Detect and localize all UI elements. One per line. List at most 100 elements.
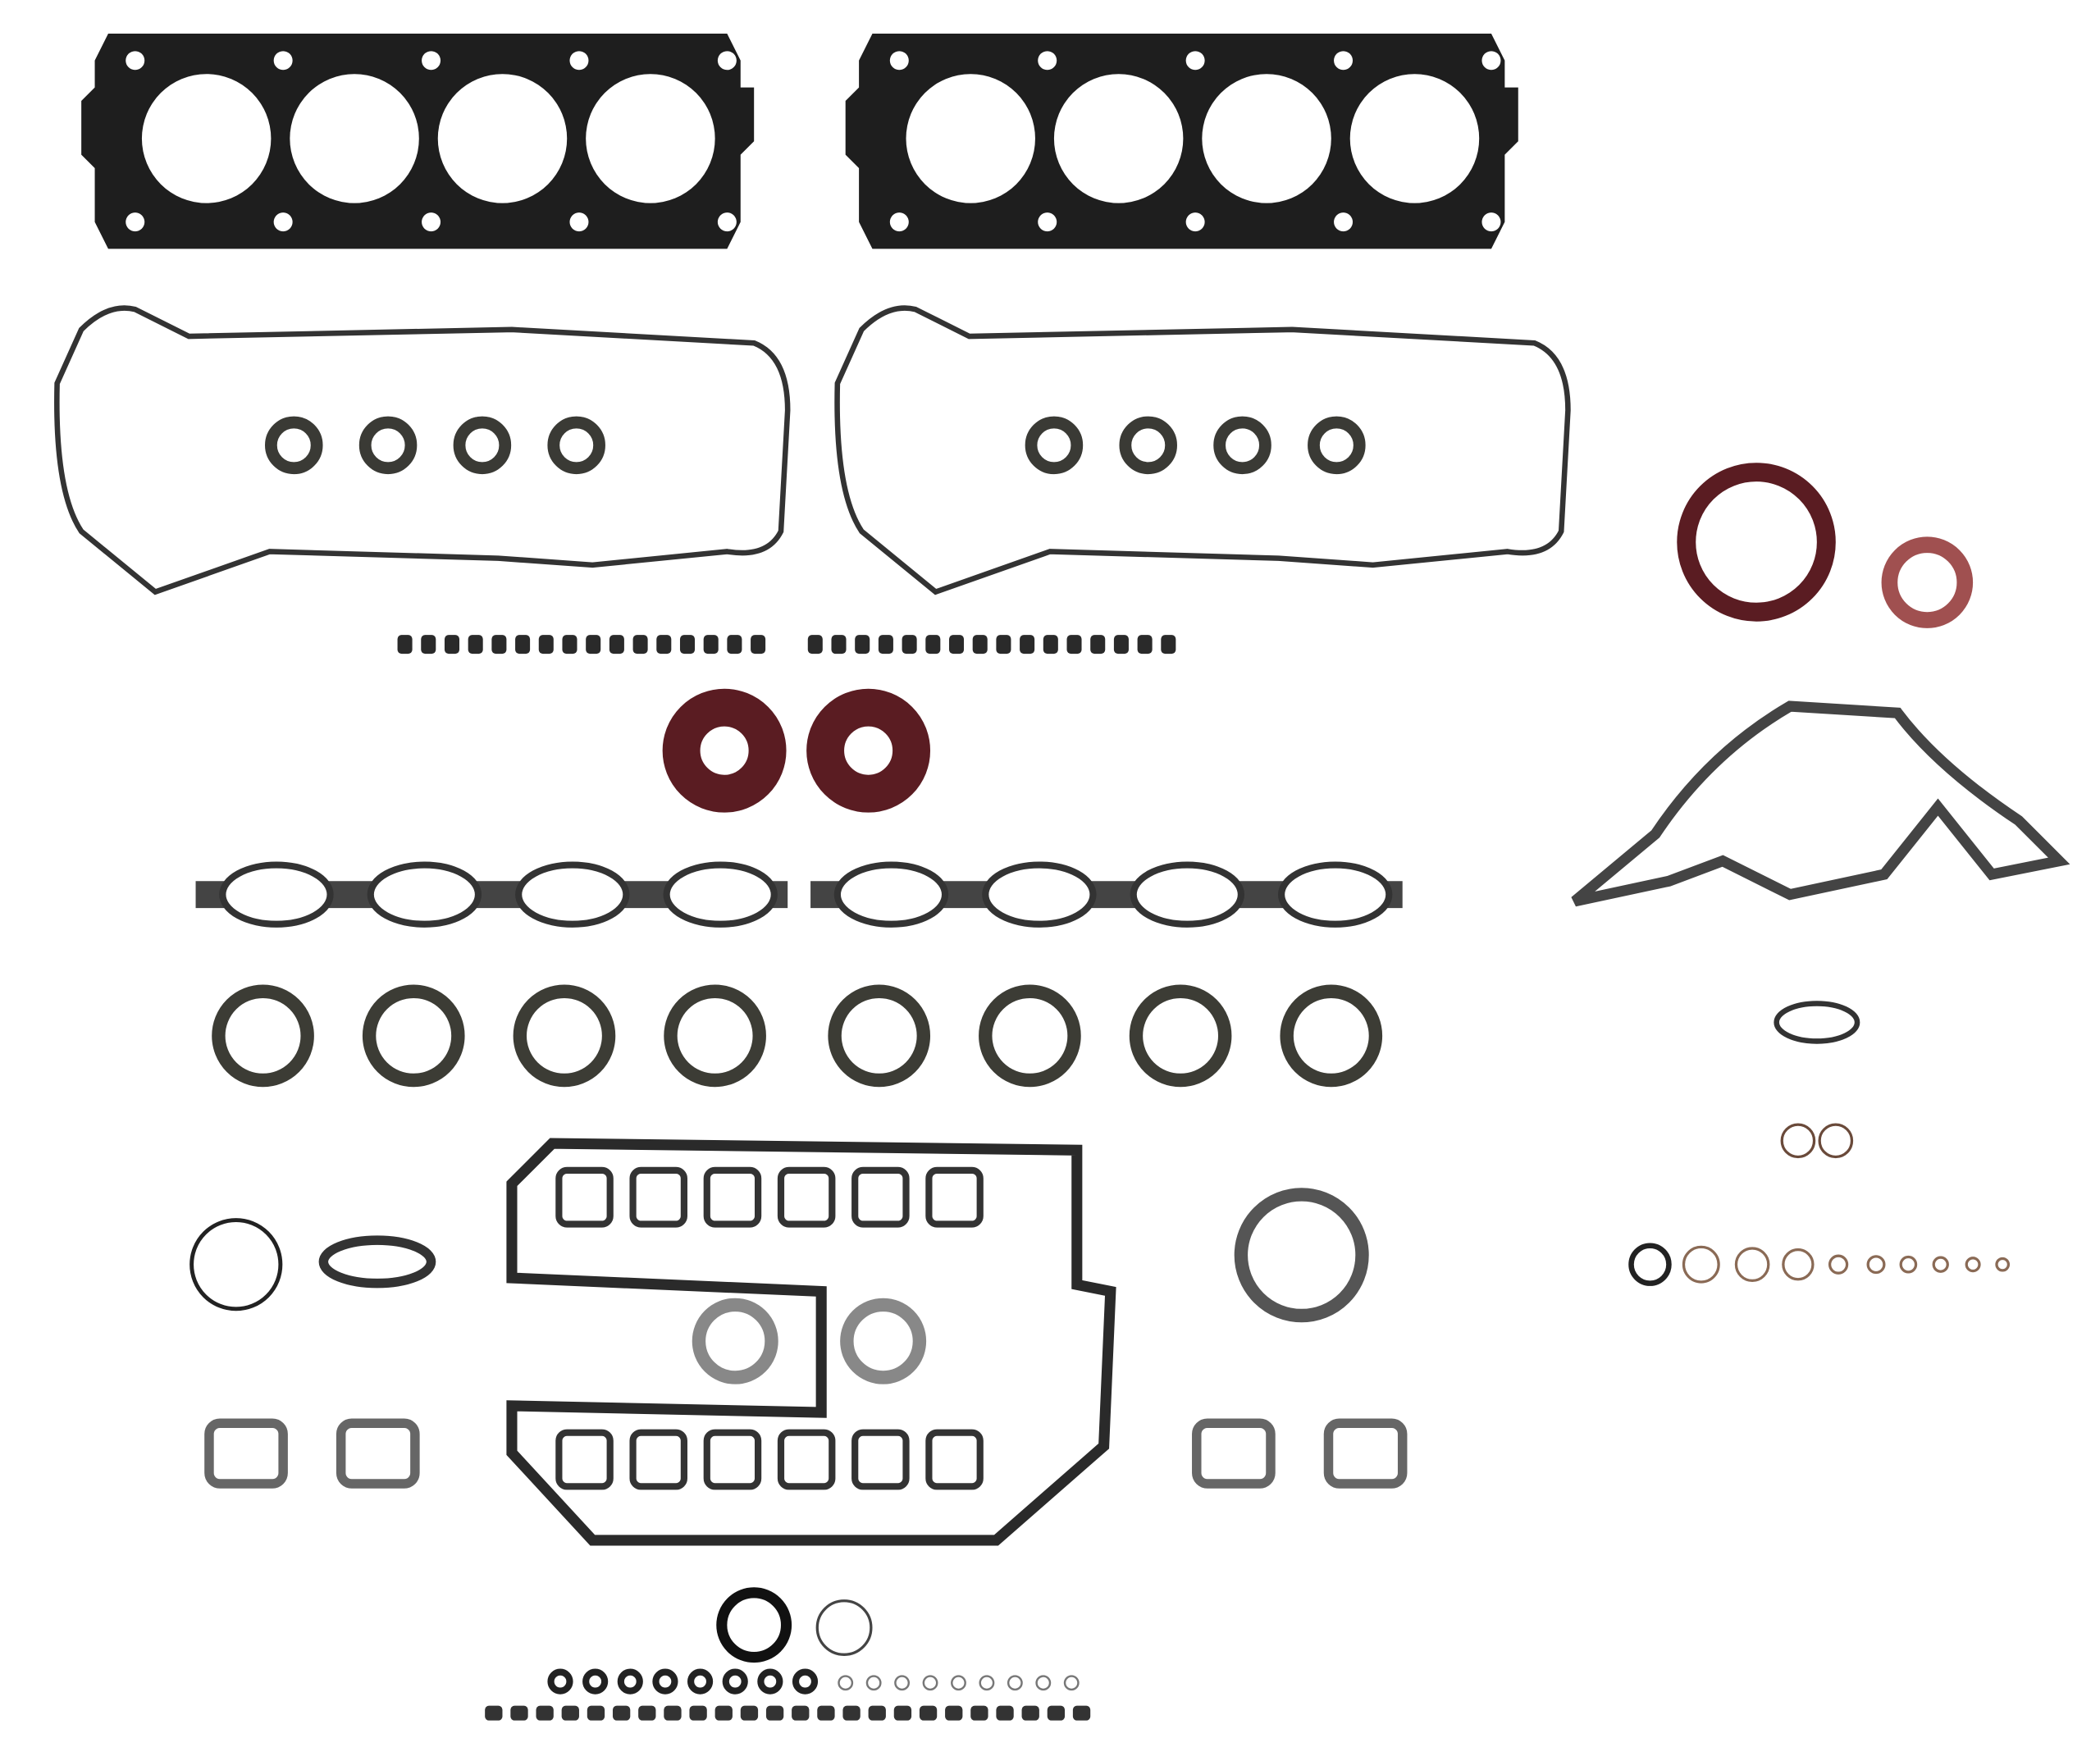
injector-seal: [792, 1705, 810, 1721]
injector-seal: [817, 1705, 835, 1721]
small-o-ring: [792, 1668, 819, 1695]
valve-stem-seal: [632, 635, 648, 655]
bolt-hole: [273, 212, 293, 232]
spark-plug-tube-seal: [1025, 416, 1084, 475]
cylinder-bore: [1053, 74, 1184, 203]
small-o-ring: [687, 1668, 714, 1695]
intake-port: [982, 861, 1097, 928]
valve-stem-seal: [703, 635, 719, 655]
exhaust-port-gasket: [979, 984, 1081, 1088]
spark-plug-tube-seal: [1213, 416, 1271, 475]
plenum-port: [925, 1429, 984, 1490]
valve-stem-seal: [751, 635, 766, 655]
cylinder-bore: [437, 74, 568, 203]
injector-seal: [689, 1705, 707, 1721]
valve-stem-seal: [925, 635, 941, 655]
plenum-port: [851, 1166, 910, 1228]
injector-seal: [842, 1705, 861, 1721]
o-ring-black: [716, 1587, 792, 1663]
bolt-hole: [1038, 212, 1057, 232]
small-o-ring: [757, 1668, 783, 1695]
intake-port: [515, 861, 630, 928]
water-outlet-gasket: [336, 1418, 420, 1489]
injector-seal: [1021, 1705, 1039, 1721]
tiny-o-ring: [922, 1675, 938, 1691]
intake-port: [833, 861, 949, 928]
valve-stem-seal: [397, 635, 413, 655]
water-outlet-gasket: [1192, 1418, 1276, 1489]
valve-stem-seal: [972, 635, 988, 655]
valve-stem-seal: [996, 635, 1011, 655]
bolt-hole: [126, 212, 145, 232]
bolt-hole: [1481, 212, 1501, 232]
intake-port: [367, 861, 482, 928]
throttle-body-ring: [692, 1298, 778, 1384]
valve-stem-seal: [1161, 635, 1176, 655]
injector-seal: [561, 1705, 579, 1721]
exhaust-port-gasket: [664, 984, 766, 1088]
exhaust-port-gasket: [362, 984, 465, 1088]
injector-seal: [485, 1705, 503, 1721]
bolt-hole: [1185, 212, 1205, 232]
injector-seal: [893, 1705, 912, 1721]
spark-plug-tube-seal: [1308, 416, 1366, 475]
o-ring: [1828, 1254, 1849, 1275]
bolt-hole: [717, 212, 737, 232]
bolt-hole: [126, 51, 145, 71]
valve-stem-seal: [807, 635, 823, 655]
valve-stem-seal: [902, 635, 917, 655]
bolt-hole: [569, 212, 589, 232]
throttle-body-ring: [840, 1298, 927, 1384]
valve-stem-seal: [948, 635, 965, 655]
intake-port: [1277, 861, 1393, 928]
plenum-gasket: [506, 1138, 1116, 1546]
tiny-o-ring: [1035, 1675, 1052, 1691]
small-o-ring: [652, 1668, 678, 1695]
intake-gasket-2: [810, 881, 1403, 909]
valve-stem-seal: [878, 635, 893, 655]
valve-stem-seal: [586, 635, 601, 655]
bolt-hole: [1481, 51, 1501, 71]
bolt-hole: [1038, 51, 1057, 71]
valve-stem-seal: [562, 635, 578, 655]
bolt-hole: [889, 51, 909, 71]
injector-seal: [1072, 1705, 1091, 1721]
injector-seal: [919, 1705, 938, 1721]
plenum-port: [777, 1166, 836, 1228]
bolt-hole: [1334, 51, 1354, 71]
plenum-port: [851, 1429, 910, 1490]
water-outlet-gasket: [204, 1418, 288, 1489]
exhaust-port-gasket: [513, 984, 616, 1088]
small-flange-gasket: [1774, 1001, 1860, 1044]
tiny-o-ring: [1007, 1675, 1023, 1691]
plenum-port: [629, 1429, 687, 1490]
cylinder-bore: [290, 74, 419, 203]
water-pump-gasket: [1571, 700, 2070, 907]
spark-plug-tube-seal: [1119, 416, 1177, 475]
o-ring: [1866, 1255, 1886, 1275]
o-ring-thin: [815, 1599, 873, 1656]
tiny-o-ring: [865, 1675, 882, 1691]
valve-stem-seal: [831, 635, 847, 655]
cylinder-bore: [906, 74, 1035, 203]
injector-seal: [536, 1705, 554, 1721]
bolt-hole: [273, 51, 293, 71]
o-ring: [1899, 1255, 1918, 1274]
injector-seal: [945, 1705, 963, 1721]
cam-seal: [806, 688, 931, 813]
valve-stem-seal: [1137, 635, 1153, 655]
injector-seal: [510, 1705, 528, 1721]
o-ring: [1782, 1248, 1815, 1281]
exhaust-port-gasket: [1129, 984, 1232, 1088]
exhaust-port-gasket: [828, 984, 931, 1088]
intake-gasket-1: [195, 881, 788, 909]
valve-stem-seal: [1090, 635, 1106, 655]
small-o-ring: [722, 1668, 748, 1695]
exhaust-port-gasket: [212, 984, 314, 1088]
o-ring: [1628, 1243, 1672, 1286]
small-o-ring: [617, 1668, 643, 1695]
water-outlet-gasket: [1323, 1418, 1408, 1489]
o-ring: [1734, 1247, 1770, 1283]
rear-main-seal: [1677, 463, 1836, 622]
